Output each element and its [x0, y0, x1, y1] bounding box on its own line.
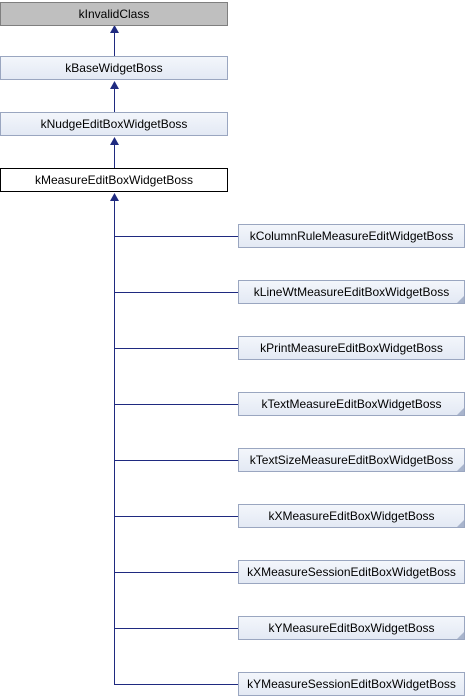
class-node-text-size-measure[interactable]: kTextSizeMeasureEditBoxWidgetBoss [238, 448, 465, 472]
arrowhead-icon [110, 25, 119, 33]
class-node-measure-edit-box-widget-boss: kMeasureEditBoxWidgetBoss [0, 168, 228, 192]
class-node-line-wt-measure[interactable]: kLineWtMeasureEditBoxWidgetBoss [238, 280, 465, 304]
edge-base-to-invalid [114, 26, 115, 56]
edge-branch [114, 628, 238, 629]
arrowhead-icon [110, 193, 119, 201]
edge-branch [114, 460, 238, 461]
edge-branch [114, 516, 238, 517]
edge-nudge-to-base [114, 82, 115, 112]
edge-branch [114, 348, 238, 349]
edge-branch [114, 236, 238, 237]
edge-measure-to-nudge [114, 138, 115, 168]
edge-branch [114, 404, 238, 405]
class-node-x-measure[interactable]: kXMeasureEditBoxWidgetBoss [238, 504, 465, 528]
class-node-y-measure[interactable]: kYMeasureEditBoxWidgetBoss [238, 616, 465, 640]
edge-branch [114, 292, 238, 293]
edge-branch [114, 684, 238, 685]
arrowhead-icon [110, 81, 119, 89]
class-node-text-measure[interactable]: kTextMeasureEditBoxWidgetBoss [238, 392, 465, 416]
class-node-x-measure-session[interactable]: kXMeasureSessionEditBoxWidgetBoss [238, 560, 465, 584]
class-node-base-widget-boss[interactable]: kBaseWidgetBoss [0, 56, 228, 80]
class-node-invalid-class[interactable]: kInvalidClass [0, 2, 228, 26]
edge-children-trunk [114, 194, 115, 684]
edge-branch [114, 572, 238, 573]
class-node-y-measure-session[interactable]: kYMeasureSessionEditBoxWidgetBoss [238, 672, 465, 696]
class-node-nudge-edit-box-widget-boss[interactable]: kNudgeEditBoxWidgetBoss [0, 112, 228, 136]
arrowhead-icon [110, 137, 119, 145]
class-node-print-measure[interactable]: kPrintMeasureEditBoxWidgetBoss [238, 336, 465, 360]
class-node-column-rule-measure[interactable]: kColumnRuleMeasureEditWidgetBoss [238, 224, 465, 248]
